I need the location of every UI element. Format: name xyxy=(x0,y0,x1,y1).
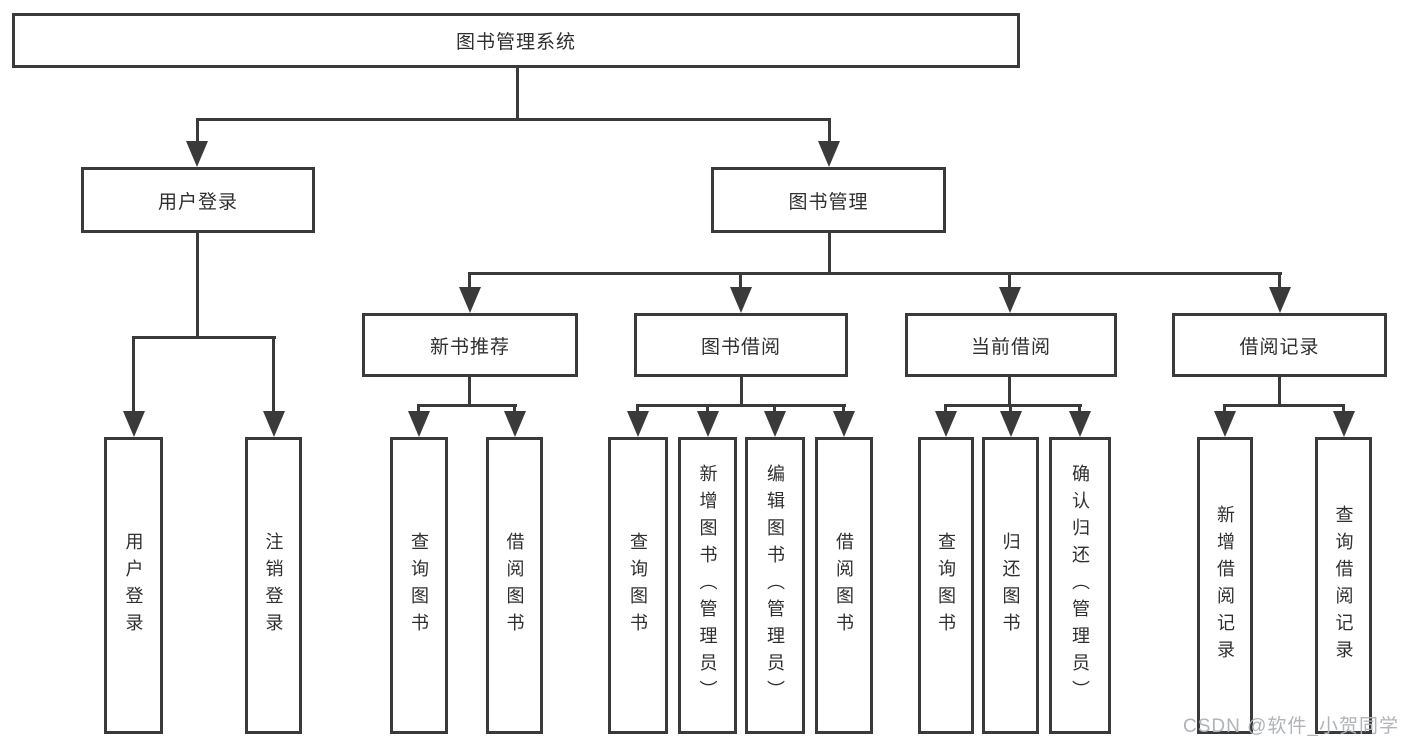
leaf-query-books-borrowing-label: 查询图书 xyxy=(628,531,648,640)
node-user-login: 用户登录 xyxy=(81,167,315,233)
leaf-edit-books-admin: 编辑图书（管理员） xyxy=(745,437,805,734)
arrow-down-icon xyxy=(999,287,1021,313)
arrow-down-icon xyxy=(504,411,526,437)
connector-line xyxy=(828,233,831,275)
leaf-borrow-books-recommend-label: 借阅图书 xyxy=(504,531,525,640)
node-book-borrowing: 图书借阅 xyxy=(634,313,848,377)
arrow-down-icon xyxy=(1069,411,1091,437)
connector-line xyxy=(1342,404,1345,416)
leaf-query-books-current-label: 查询图书 xyxy=(936,531,956,640)
connector-line xyxy=(773,404,776,416)
arrow-down-icon xyxy=(697,411,719,437)
connector-line xyxy=(739,272,742,292)
arrow-down-icon xyxy=(764,411,786,437)
leaf-query-books-recommend: 查询图书 xyxy=(390,437,448,734)
leaf-query-books-recommend-label: 查询图书 xyxy=(409,531,429,640)
connector-line xyxy=(1078,404,1081,416)
node-current-borrowing: 当前借阅 xyxy=(905,313,1117,377)
connector-line xyxy=(828,118,831,146)
connector-line xyxy=(944,404,947,416)
leaf-logout-label: 注销登录 xyxy=(263,531,284,640)
leaf-add-borrow-record: 新增借阅记录 xyxy=(1197,437,1253,734)
leaf-add-borrow-record-label: 新增借阅记录 xyxy=(1215,504,1235,667)
leaf-user-login-label: 用户登录 xyxy=(123,531,144,640)
connector-line xyxy=(1223,404,1345,407)
leaf-add-books-admin-label: 新增图书（管理员） xyxy=(697,464,718,707)
connector-line xyxy=(468,272,471,292)
leaf-query-borrow-record: 查询借阅记录 xyxy=(1315,437,1372,734)
leaf-return-books-label: 归还图书 xyxy=(1000,531,1021,640)
leaf-query-borrow-record-label: 查询借阅记录 xyxy=(1333,504,1354,667)
leaf-return-books: 归还图书 xyxy=(982,437,1039,734)
arrow-down-icon xyxy=(730,287,752,313)
connector-line xyxy=(944,404,1082,407)
connector-line xyxy=(196,118,831,121)
connector-line xyxy=(513,404,516,416)
watermark: CSDN @软件_小贺同学 xyxy=(1183,716,1399,737)
arrow-down-icon xyxy=(1333,411,1355,437)
arrow-down-icon xyxy=(1000,411,1022,437)
connector-line xyxy=(740,377,743,406)
arrow-down-icon xyxy=(627,411,649,437)
connector-line xyxy=(132,336,135,416)
arrow-down-icon xyxy=(935,411,957,437)
connector-line xyxy=(1008,272,1011,292)
connector-line xyxy=(516,67,519,120)
connector-line xyxy=(636,404,639,416)
connector-line xyxy=(706,404,709,416)
arrow-down-icon xyxy=(1214,411,1236,437)
leaf-confirm-return-admin: 确认归还（管理员） xyxy=(1049,437,1111,734)
arrow-down-icon xyxy=(459,287,481,313)
leaf-add-books-admin: 新增图书（管理员） xyxy=(678,437,737,734)
leaf-borrow-books-recommend: 借阅图书 xyxy=(486,437,543,734)
connector-line xyxy=(1223,404,1226,416)
connector-line xyxy=(636,404,846,407)
leaf-confirm-return-admin-label: 确认归还（管理员） xyxy=(1070,464,1090,707)
node-new-book-recommend: 新书推荐 xyxy=(362,313,578,377)
arrow-down-icon xyxy=(818,141,840,167)
connector-line xyxy=(1008,377,1011,406)
connector-line xyxy=(272,336,275,416)
connector-line xyxy=(468,377,471,406)
node-root-library-system: 图书管理系统 xyxy=(12,13,1020,68)
node-book-management: 图书管理 xyxy=(711,167,946,233)
connector-line xyxy=(196,118,199,146)
leaf-logout: 注销登录 xyxy=(245,437,302,734)
connector-line xyxy=(1009,404,1012,416)
arrow-down-icon xyxy=(263,411,285,437)
connector-line xyxy=(1278,377,1281,406)
connector-line xyxy=(417,404,420,416)
leaf-borrow-books: 借阅图书 xyxy=(815,437,873,734)
connector-line xyxy=(468,272,1282,275)
arrow-down-icon xyxy=(408,411,430,437)
connector-line xyxy=(842,404,845,416)
arrow-down-icon xyxy=(186,141,208,167)
node-borrowing-records: 借阅记录 xyxy=(1172,313,1387,377)
arrow-down-icon xyxy=(123,411,145,437)
connector-line xyxy=(132,336,276,339)
connector-line xyxy=(196,233,199,339)
leaf-query-books-current: 查询图书 xyxy=(918,437,974,734)
leaf-edit-books-admin-label: 编辑图书（管理员） xyxy=(765,464,785,707)
arrow-down-icon xyxy=(1269,287,1291,313)
arrow-down-icon xyxy=(833,411,855,437)
connector-line xyxy=(1278,272,1281,292)
leaf-user-login: 用户登录 xyxy=(104,437,163,734)
connector-line xyxy=(417,404,517,407)
leaf-query-books-borrowing: 查询图书 xyxy=(608,437,668,734)
leaf-borrow-books-label: 借阅图书 xyxy=(834,531,854,640)
